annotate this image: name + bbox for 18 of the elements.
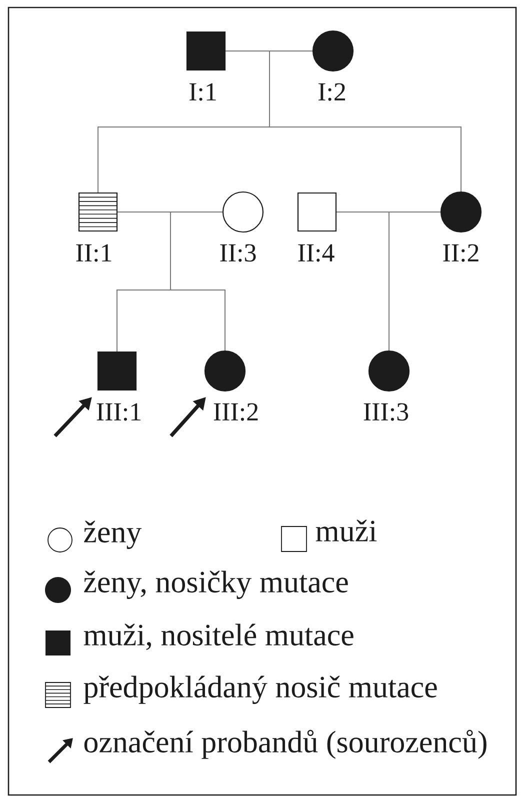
descent-line xyxy=(388,212,441,351)
legend-text: předpokládaný nosič mutace xyxy=(84,676,437,704)
legend-text: muži xyxy=(316,520,377,542)
legend-text: ženy, nosičky mutace xyxy=(84,570,348,599)
legend-text: muži, nositelé mutace xyxy=(84,624,354,650)
id-label: III:2 xyxy=(214,403,258,421)
legend-text: ženy xyxy=(84,520,142,549)
id-label: II:3 xyxy=(220,244,256,262)
id-label: II:2 xyxy=(443,244,478,262)
descent-line xyxy=(170,212,226,351)
id-label: II:1 xyxy=(76,244,112,262)
id-label: I:1 xyxy=(190,83,216,101)
id-label: III:1 xyxy=(96,403,141,421)
id-label: III:3 xyxy=(364,403,408,421)
descent-line xyxy=(269,50,462,192)
id-label: I:2 xyxy=(318,83,346,101)
id-label: II:4 xyxy=(298,244,334,262)
legend-text: označení probandů (sourozenců) xyxy=(84,730,486,759)
